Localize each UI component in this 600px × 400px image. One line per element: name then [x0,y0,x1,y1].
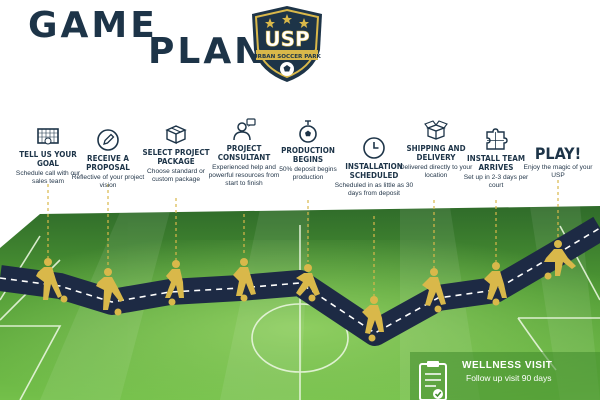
puzzle-icon [486,128,508,150]
step-description: Delivered directly to your location [399,164,473,179]
wellness-description: Follow up visit 90 days [466,373,552,383]
step-installation-scheduled: INSTALLATION SCHEDULED Scheduled in as l… [334,136,414,198]
pencil-icon [97,129,119,151]
step-description: Set up in 2-3 days per court [463,174,529,189]
step-receive-a-proposal: RECEIVE A PROPOSAL Reflective of your pr… [68,128,148,190]
road-path [0,216,600,346]
step-description: 50% deposit begins production [279,166,337,181]
logo-text: USP [264,27,309,51]
step-description: Enjoy the magic of your USP [523,164,593,179]
step-title: PROJECT CONSULTANT [217,144,271,162]
step-description: Experienced help and powerful resources … [208,164,280,187]
consultant-icon [233,118,256,141]
step-tell-us-your-goal: TELL US YOUR GOAL Schedule call with our… [8,124,88,186]
player-figure [96,268,124,316]
step-description: Choose standard or custom package [147,168,205,183]
step-shipping-and-delivery: SHIPPING AND DELIVERY Delivered directly… [396,118,476,180]
player-figure [362,296,384,342]
clipboard-check-icon [419,361,447,400]
step-play: PLAY! Enjoy the magic of your USP [518,146,598,180]
usp-logo: USP URBAN SOCCER PARK [252,6,322,82]
wellness-title: WELLNESS VISIT [462,360,553,371]
step-title: PLAY! [534,144,582,163]
player-figure [296,264,320,302]
player-figure [165,260,184,306]
player-figure [233,258,256,302]
player-figure [544,240,576,280]
player-figure [36,258,68,303]
title-line-2: PLAN [148,31,268,72]
soccer-ball-icon [299,120,317,143]
wellness-visit-panel: WELLNESS VISIT Follow up visit 90 days [414,356,564,400]
title-line-1: GAME [28,5,158,46]
player-figure [484,262,507,306]
open-box-icon [424,120,448,140]
step-title: INSTALLATION SCHEDULED [345,162,403,180]
logo-ribbon-text: URBAN SOCCER PARK [253,54,321,60]
step-project-consultant: PROJECT CONSULTANT Experienced help and … [204,118,284,188]
step-production-begins: PRODUCTION BEGINS 50% deposit begins pro… [268,120,348,182]
step-select-project-package: SELECT PROJECT PACKAGE Choose standard o… [136,122,216,184]
step-title: INSTALL TEAM ARRIVES [467,154,525,172]
step-description: Scheduled in as little as 30 days from d… [334,182,414,197]
step-title: SHIPPING AND DELIVERY [406,144,466,162]
step-description: Schedule call with our sales team [15,170,81,185]
clock-icon [363,137,385,159]
soccer-goal-icon [37,128,59,145]
step-title: TELL US YOUR GOAL [19,150,77,168]
step-title: PRODUCTION BEGINS [281,146,335,164]
player-figure [422,268,446,313]
package-icon [165,125,187,145]
step-description: Reflective of your project vision [71,174,145,189]
step-install-team-arrives: INSTALL TEAM ARRIVES Set up in 2-3 days … [456,128,536,190]
step-title: RECEIVE A PROPOSAL [86,154,130,172]
step-title: SELECT PROJECT PACKAGE [142,148,210,166]
